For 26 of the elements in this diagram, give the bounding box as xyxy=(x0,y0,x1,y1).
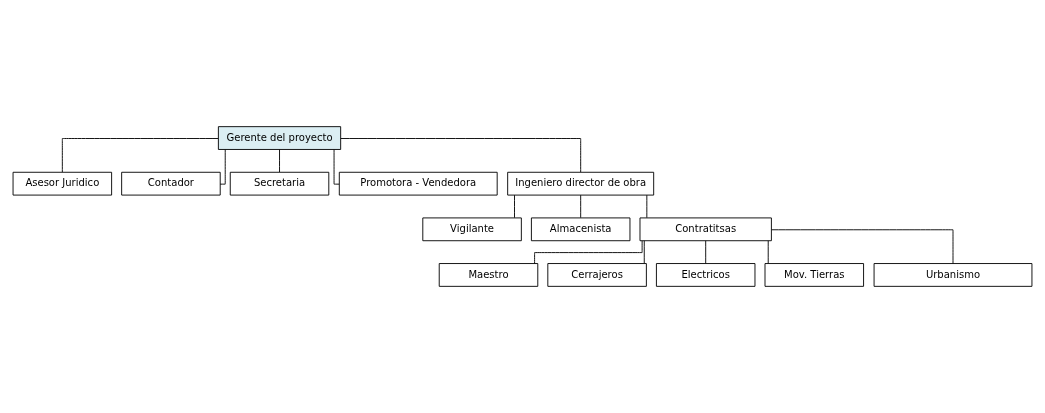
node-box: Contratitsas xyxy=(639,217,772,242)
connector xyxy=(643,240,645,264)
node-box: Gerente del proyecto xyxy=(217,126,342,150)
connector xyxy=(333,149,340,185)
connector xyxy=(514,194,515,219)
connector xyxy=(279,149,280,173)
node-box: Vigilante xyxy=(422,217,522,242)
node-box: Contador xyxy=(121,171,221,196)
node-box: Cerrajeros xyxy=(547,263,647,287)
node-box: Electricos xyxy=(655,263,756,287)
node-box: Secretaria xyxy=(229,171,330,196)
node-box: Urbanismo xyxy=(873,263,1033,287)
connector xyxy=(705,240,707,264)
connector xyxy=(771,229,954,264)
connector xyxy=(767,240,769,264)
node-box: Promotora - Vendedora xyxy=(338,171,498,196)
connector xyxy=(580,194,582,219)
node-box: Mov. Tierras xyxy=(764,263,865,287)
connector xyxy=(340,138,582,173)
node-box: Almacenista xyxy=(530,217,631,242)
connector xyxy=(61,138,219,173)
node-box: Ingeniero director de obra xyxy=(507,171,655,196)
node-box: Asesor Juridico xyxy=(12,171,113,196)
connector xyxy=(219,149,226,185)
node-box: Maestro xyxy=(438,263,539,287)
connector xyxy=(646,194,648,219)
